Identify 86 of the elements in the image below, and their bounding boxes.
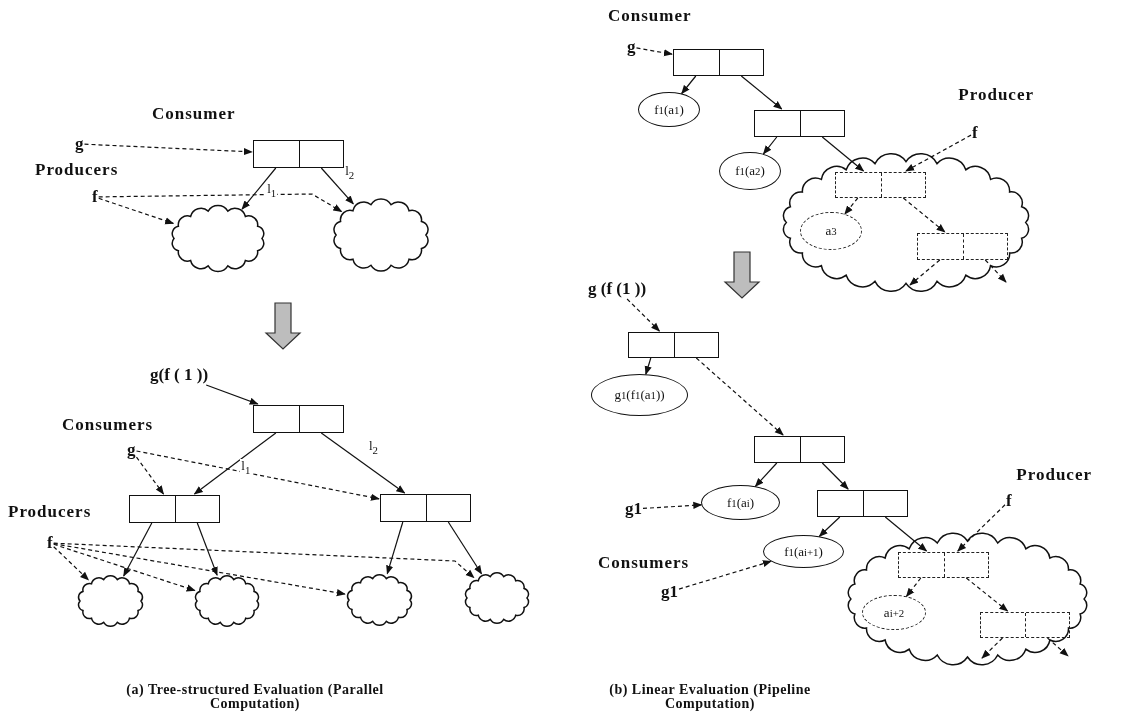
- group-heading: Consumers: [62, 415, 154, 435]
- dashed-arrow: [1046, 637, 1069, 657]
- arrow: [320, 432, 406, 494]
- arrow: [821, 462, 849, 490]
- arrow: [821, 136, 865, 172]
- dashed-arrow: [695, 357, 784, 436]
- cloud: [344, 573, 415, 627]
- edge-label: l$_{1}$: [240, 459, 252, 477]
- cons-cell: [253, 140, 344, 168]
- cons-cell: [129, 495, 220, 523]
- variable-label: g (f (1 )): [588, 280, 647, 298]
- cloud: [168, 205, 268, 272]
- group-heading: Producers: [35, 160, 119, 180]
- dashed-arrow: [635, 47, 673, 57]
- variable-label: f: [972, 124, 978, 142]
- variable-label: f: [92, 188, 98, 206]
- dashed-arrow: [53, 543, 346, 597]
- variable-label: f: [1006, 492, 1012, 510]
- variable-label: g: [75, 135, 84, 153]
- dashed-arrow: [98, 197, 175, 225]
- cons-cell: [898, 552, 989, 578]
- variable-label: g1: [625, 500, 642, 518]
- cons-cell: [754, 436, 845, 463]
- variable-label: f: [47, 534, 53, 552]
- arrow: [196, 522, 218, 576]
- heading: Producer: [1016, 465, 1092, 485]
- arrow: [447, 521, 483, 575]
- variable-label: g: [627, 38, 636, 56]
- dashed-arrow: [981, 637, 1004, 659]
- heading: Producer: [958, 85, 1034, 105]
- cons-cell: [980, 612, 1070, 638]
- edge-label: l$_{1}$: [266, 182, 278, 200]
- cons-cell: [835, 172, 926, 198]
- dashed-arrow: [642, 501, 703, 509]
- dashed-arrow: [678, 560, 772, 590]
- dashed-arrow: [53, 546, 90, 581]
- variable-label: g(f ( 1 )): [150, 366, 209, 384]
- arrow: [762, 136, 778, 155]
- arrow: [818, 516, 841, 537]
- edge-label: l$_{2}$: [344, 163, 356, 182]
- arrow: [205, 384, 259, 405]
- cloud: [75, 574, 146, 628]
- figure-caption: (a) Tree-structured Evaluation (Parallel Computation): [125, 683, 385, 711]
- dashed-arrow: [98, 193, 343, 213]
- dashed-arrow: [844, 197, 859, 215]
- cons-cell: [917, 233, 1008, 260]
- arrow: [884, 516, 928, 552]
- dashed-arrow: [53, 542, 475, 579]
- group-heading: Consumers: [598, 553, 690, 573]
- cloud: [462, 571, 532, 625]
- figure-caption: (b) Linear Evaluation (Pipeline Computation): [608, 683, 812, 711]
- dashed-arrow: [53, 543, 196, 592]
- cons-cell: [253, 405, 344, 433]
- cons-cell: [817, 490, 908, 517]
- dashed-arrow: [905, 134, 972, 172]
- cons-cell: [754, 110, 845, 137]
- group-heading: Consumer: [608, 6, 692, 26]
- variable-label: g1: [661, 583, 678, 601]
- dashed-arrow: [135, 450, 380, 501]
- variable-label: g: [127, 441, 136, 459]
- arrow: [320, 167, 354, 205]
- dashed-arrow: [135, 456, 165, 495]
- dashed-arrow: [626, 298, 661, 332]
- dashed-arrow: [83, 143, 253, 156]
- dashed-arrow: [965, 577, 1009, 612]
- arrow: [123, 522, 153, 577]
- arrow: [644, 357, 652, 376]
- arrow: [386, 521, 404, 575]
- cons-cell: [628, 332, 719, 358]
- dashed-arrow: [957, 504, 1006, 552]
- arrow: [241, 167, 277, 210]
- edge-label: l$_{2}$: [367, 439, 379, 457]
- dashed-arrow: [905, 577, 922, 598]
- dashed-arrow: [909, 259, 941, 286]
- arrow: [681, 75, 697, 95]
- cons-cell: [380, 494, 471, 522]
- cloud: [330, 198, 432, 272]
- group-heading: Consumer: [152, 104, 236, 124]
- cons-cell: [673, 49, 764, 76]
- group-heading: Producers: [8, 502, 92, 522]
- arrow: [754, 462, 778, 487]
- arrow: [740, 75, 783, 110]
- cloud: [192, 574, 262, 628]
- arrow: [193, 432, 277, 495]
- dashed-arrow: [902, 197, 946, 233]
- dashed-arrow: [984, 259, 1007, 283]
